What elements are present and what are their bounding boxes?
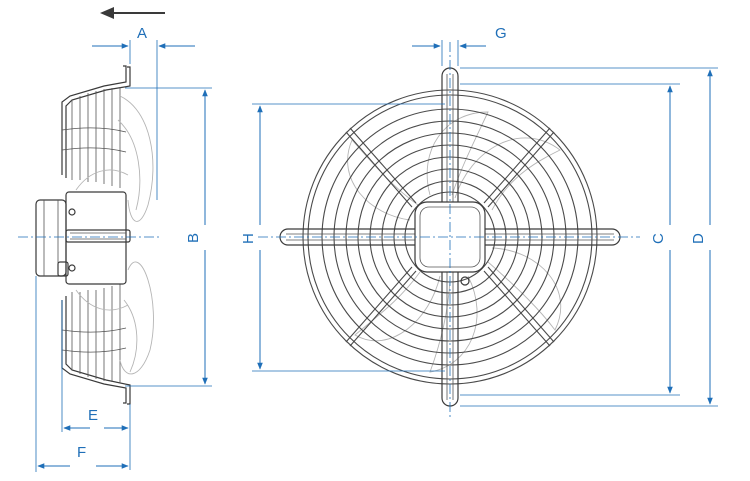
dimension-label-b: B	[185, 233, 202, 243]
side-blades	[75, 95, 154, 375]
front-guard-spokes	[345, 127, 555, 347]
dimension-e: E	[61, 300, 131, 470]
dimension-label-g: G	[495, 25, 507, 42]
dimension-h: H	[240, 103, 445, 372]
side-view: A B E F	[18, 7, 212, 472]
dimension-label-a: A	[137, 25, 147, 42]
dimension-label-c: C	[650, 233, 667, 244]
dimension-g: G	[412, 25, 507, 66]
front-view: G H C D	[240, 25, 718, 420]
airflow-arrow-icon	[100, 7, 165, 19]
dimension-label-f: F	[77, 444, 86, 461]
dimension-b: B	[125, 87, 212, 387]
dimension-label-h: H	[240, 233, 257, 244]
dimension-a: A	[92, 25, 195, 200]
dimension-c: C	[460, 83, 680, 396]
side-motor	[35, 191, 131, 285]
dimension-f: F	[35, 276, 129, 472]
dimension-label-d: D	[690, 233, 707, 244]
dimension-label-e: E	[88, 407, 98, 424]
front-blades	[347, 111, 562, 373]
side-guard-profile	[61, 65, 131, 405]
dimension-d: D	[460, 67, 718, 407]
